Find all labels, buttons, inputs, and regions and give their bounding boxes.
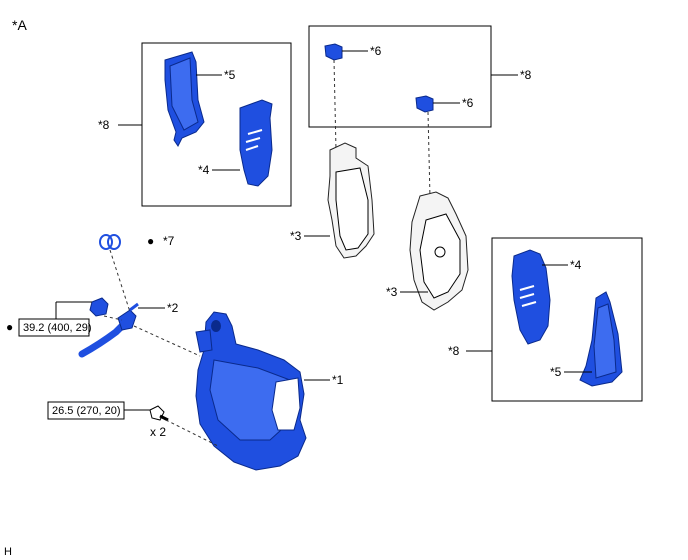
clip-part-2	[415, 95, 434, 113]
union-bolt	[89, 297, 109, 317]
brake-pad-1	[327, 142, 375, 259]
label-gasket: *7	[163, 234, 175, 248]
label-kit-right: *8	[448, 344, 460, 358]
shim-inner-right	[511, 249, 551, 345]
shim-outer-left	[164, 51, 205, 147]
shim-inner-left	[239, 99, 273, 187]
label-pad-1: *3	[290, 229, 302, 243]
brake-caliper	[195, 311, 307, 471]
label-caliper: *1	[332, 373, 344, 387]
bullet-gasket: ●	[147, 234, 154, 248]
footer-code: H	[4, 546, 12, 558]
figure-label: *A	[12, 17, 27, 33]
label-shim-inner-left: *4	[198, 163, 210, 177]
torque-union-bolt: 39.2 (400, 29)	[23, 322, 92, 334]
gasket-rings	[99, 234, 121, 250]
brake-hose	[78, 302, 139, 358]
label-clip-1: *6	[370, 44, 382, 58]
bullet-union-torque: ●	[6, 320, 13, 334]
torque-box-mount	[47, 401, 125, 420]
mounting-bolt	[149, 405, 169, 422]
label-pad-2: *3	[386, 285, 398, 299]
quantity-mount-bolt: x 2	[150, 425, 166, 439]
torque-mount-bolt: 26.5 (270, 20)	[52, 405, 121, 417]
kit-box-shims-right	[491, 237, 643, 402]
shim-outer-right	[579, 291, 623, 387]
label-kit-top: *8	[520, 68, 532, 82]
label-shim-inner-right: *4	[570, 258, 582, 272]
clip-part-1	[324, 43, 343, 61]
label-kit-left: *8	[98, 118, 110, 132]
label-clip-2: *6	[462, 96, 474, 110]
kit-box-clips	[308, 25, 492, 128]
label-shim-outer-left: *5	[224, 68, 236, 82]
brake-pad-2	[409, 191, 469, 311]
label-shim-outer-right: *5	[550, 365, 562, 379]
label-union-bolt: *2	[167, 301, 179, 315]
torque-box-union	[18, 318, 90, 337]
